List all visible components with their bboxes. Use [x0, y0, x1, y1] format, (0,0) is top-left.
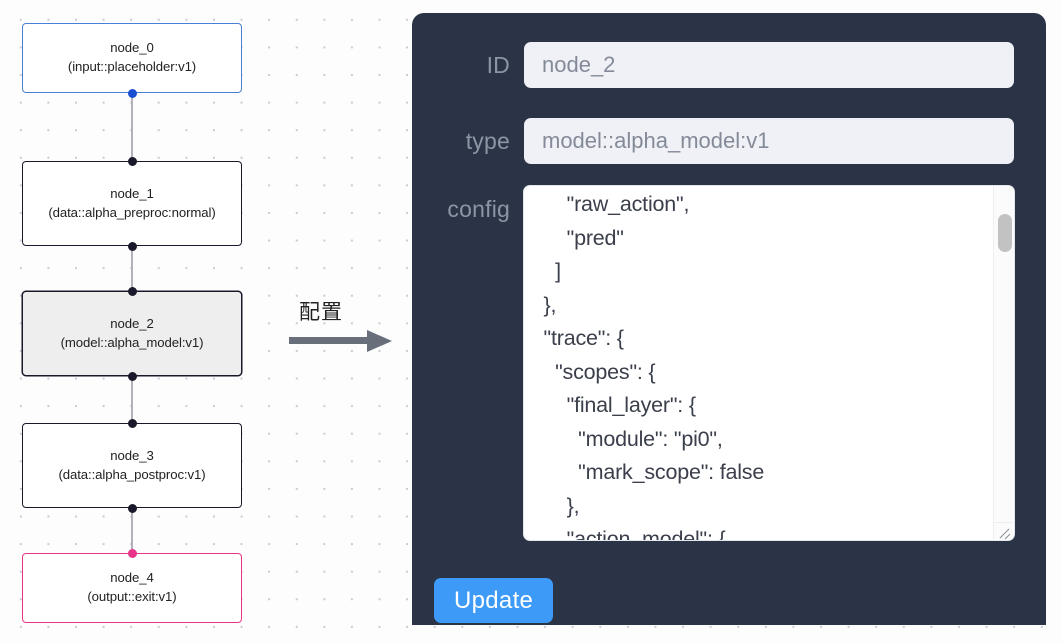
node-source-handle[interactable]: [127, 371, 137, 381]
graph-edge[interactable]: [131, 508, 133, 553]
arrow-right-icon: [289, 330, 392, 352]
id-field-label: ID: [486, 52, 510, 78]
node-target-handle[interactable]: [127, 286, 137, 296]
graph-node-node_0[interactable]: node_0 (input::placeholder:v1): [22, 23, 242, 93]
graph-node-label: node_4 (output::exit:v1): [87, 570, 177, 604]
field-row-type: type: [412, 118, 1014, 164]
node-source-handle[interactable]: [127, 503, 137, 513]
graph-node-label: node_1 (data::alpha_preproc:normal): [48, 185, 216, 220]
resize-grip-icon[interactable]: [993, 522, 1013, 539]
config-field-label: config: [447, 196, 510, 222]
config-scrollbar-thumb[interactable]: [998, 214, 1012, 252]
field-row-id: ID: [412, 42, 1014, 88]
update-button[interactable]: Update: [434, 578, 554, 623]
annotation-label: 配置: [299, 300, 343, 324]
id-input[interactable]: [524, 42, 1014, 88]
graph-edge[interactable]: [131, 93, 133, 161]
node-target-handle[interactable]: [127, 418, 137, 428]
type-field-label: type: [465, 128, 510, 154]
graph-node-label: node_3 (data::alpha_postproc:v1): [58, 447, 206, 482]
graph-edge[interactable]: [131, 376, 133, 423]
graph-node-label: node_2 (model::alpha_model:v1): [60, 315, 204, 350]
node-source-handle[interactable]: [127, 88, 137, 98]
config-scrollbar[interactable]: [993, 186, 1014, 523]
graph-node-label: node_0 (input::placeholder:v1): [67, 40, 197, 74]
node-config-panel: ID type config "raw_action", "pred" ] },…: [412, 13, 1046, 625]
node-target-handle[interactable]: [127, 156, 137, 166]
node-target-handle[interactable]: [127, 548, 137, 558]
type-input[interactable]: [524, 118, 1014, 164]
config-editor[interactable]: "raw_action", "pred" ] }, "trace": { "sc…: [524, 186, 1014, 540]
graph-edge[interactable]: [131, 246, 133, 291]
graph-node-node_3[interactable]: node_3 (data::alpha_postproc:v1): [22, 423, 242, 508]
field-row-config: config "raw_action", "pred" ] }, "trace"…: [412, 186, 1014, 540]
node-source-handle[interactable]: [127, 241, 137, 251]
graph-node-node_2[interactable]: node_2 (model::alpha_model:v1): [22, 291, 242, 376]
configure-annotation: 配置: [289, 296, 399, 362]
graph-node-node_1[interactable]: node_1 (data::alpha_preproc:normal): [22, 161, 242, 246]
graph-node-node_4[interactable]: node_4 (output::exit:v1): [22, 553, 242, 623]
config-textarea[interactable]: "raw_action", "pred" ] }, "trace": { "sc…: [543, 192, 765, 540]
